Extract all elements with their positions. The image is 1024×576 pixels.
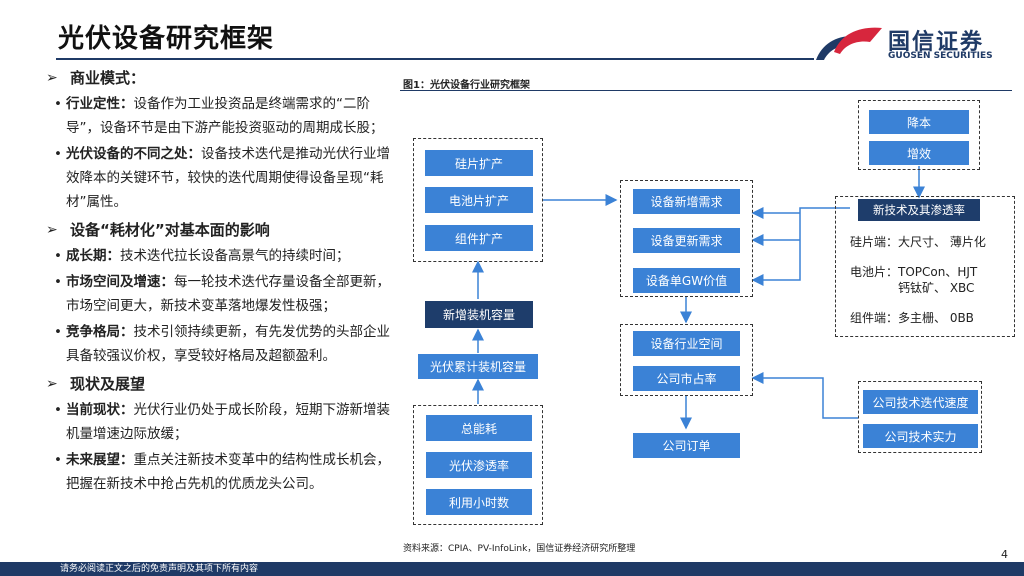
guosen-logo-icon (816, 27, 882, 60)
company-group (858, 381, 982, 453)
arrow-bullet-icon: ➢ (46, 222, 58, 238)
silicon-wafer-expansion-box: 硅片扩产 (425, 150, 533, 176)
new-install-capacity-box: 新增装机容量 (425, 301, 533, 328)
company-tech-strength-box: 公司技术实力 (863, 424, 978, 448)
section-heading: ➢现状及展望 (46, 370, 394, 398)
module-expansion-box: 组件扩产 (425, 225, 533, 251)
drivers-group (413, 405, 543, 525)
equipment-value-per-gw-box: 设备单GW价值 (633, 268, 740, 293)
newtech-cell-line-2: 钙钛矿、 XBC (898, 281, 975, 295)
arrow-bullet-icon: ➢ (46, 70, 58, 86)
page-title: 光伏设备研究框架 (58, 24, 275, 54)
page-number: 4 (1001, 548, 1008, 561)
title-divider (56, 58, 814, 60)
bullet-item: •未来展望：重点关注新技术变革中的结构性成长机会，把握在新技术中抢占先机的优质龙… (54, 452, 390, 492)
bullet-item: •光伏设备的不同之处：设备技术迭代是推动光伏行业增效降本的关键环节，较快的迭代周… (54, 146, 390, 210)
newtech-cell-line: 电池片：TOPCon、HJT (850, 265, 978, 279)
bullet-item: •成长期：技术迭代拉长设备高景气的持续时间； (54, 248, 350, 264)
new-equipment-demand-box: 设备新增需求 (633, 189, 740, 214)
arrow-bullet-icon: ➢ (46, 376, 58, 392)
capacity-group (413, 138, 543, 262)
bullet-item: •当前现状：光伏行业仍处于成长阶段，短期下游新增装机量增速边际放缓； (54, 402, 390, 442)
cumulative-install-capacity-box: 光伏累计装机容量 (418, 354, 538, 379)
logo-english-name: GUOSEN SECURITIES (888, 51, 993, 61)
utilization-hours-box: 利用小时数 (426, 489, 532, 515)
efficiency-box: 增效 (869, 141, 969, 165)
industry-group (620, 324, 753, 396)
demand-group (620, 180, 753, 297)
cell-expansion-box: 电池片扩产 (425, 187, 533, 213)
bullet-item: •竞争格局：技术引领持续更新，有先发优势的头部企业具备较强议价权，享受较好格局及… (54, 324, 390, 364)
goals-group (858, 100, 980, 170)
figure-title: 图1：光伏设备行业研究框架 (403, 80, 530, 91)
company-iteration-speed-box: 公司技术迭代速度 (863, 390, 978, 414)
pv-penetration-box: 光伏渗透率 (426, 452, 532, 478)
figure-source: 资料来源：CPIA、PV-InfoLink，国信证券经济研究所整理 (403, 544, 636, 554)
newtech-module-line: 组件端：多主栅、 0BB (850, 311, 974, 325)
bullet-item: •行业定性：设备作为工业投资品是终端需求的“二阶导”，设备环节是由下游产能投资驱… (54, 96, 384, 136)
market-share-box: 公司市占率 (633, 366, 740, 391)
cost-reduction-box: 降本 (869, 110, 969, 134)
industry-space-box: 设备行业空间 (633, 331, 740, 356)
newtech-title-box: 新技术及其渗透率 (858, 199, 980, 221)
company-order-box: 公司订单 (633, 433, 740, 458)
section-heading: ➢商业模式： (46, 64, 394, 92)
total-energy-box: 总能耗 (426, 415, 532, 441)
section-heading: ➢设备“耗材化”对基本面的影响 (46, 216, 394, 244)
figure-divider (400, 90, 1012, 91)
newtech-wafer-line: 硅片端：大尺寸、 薄片化 (850, 235, 986, 249)
disclaimer-text: 请务必阅读正文之后的免责声明及其项下所有内容 (60, 564, 259, 574)
newtech-group (835, 196, 1015, 337)
logo-chinese-name: 国信证券 (888, 30, 985, 55)
left-text-panel: ➢商业模式： •行业定性：设备作为工业投资品是终端需求的“二阶导”，设备环节是由… (46, 64, 394, 498)
footer-bar: 请务必阅读正文之后的免责声明及其项下所有内容 (0, 562, 1024, 576)
bullet-item: •市场空间及增速：每一轮技术迭代存量设备全部更新，市场空间更大，新技术变革落地爆… (54, 274, 390, 314)
equipment-renewal-demand-box: 设备更新需求 (633, 228, 740, 253)
